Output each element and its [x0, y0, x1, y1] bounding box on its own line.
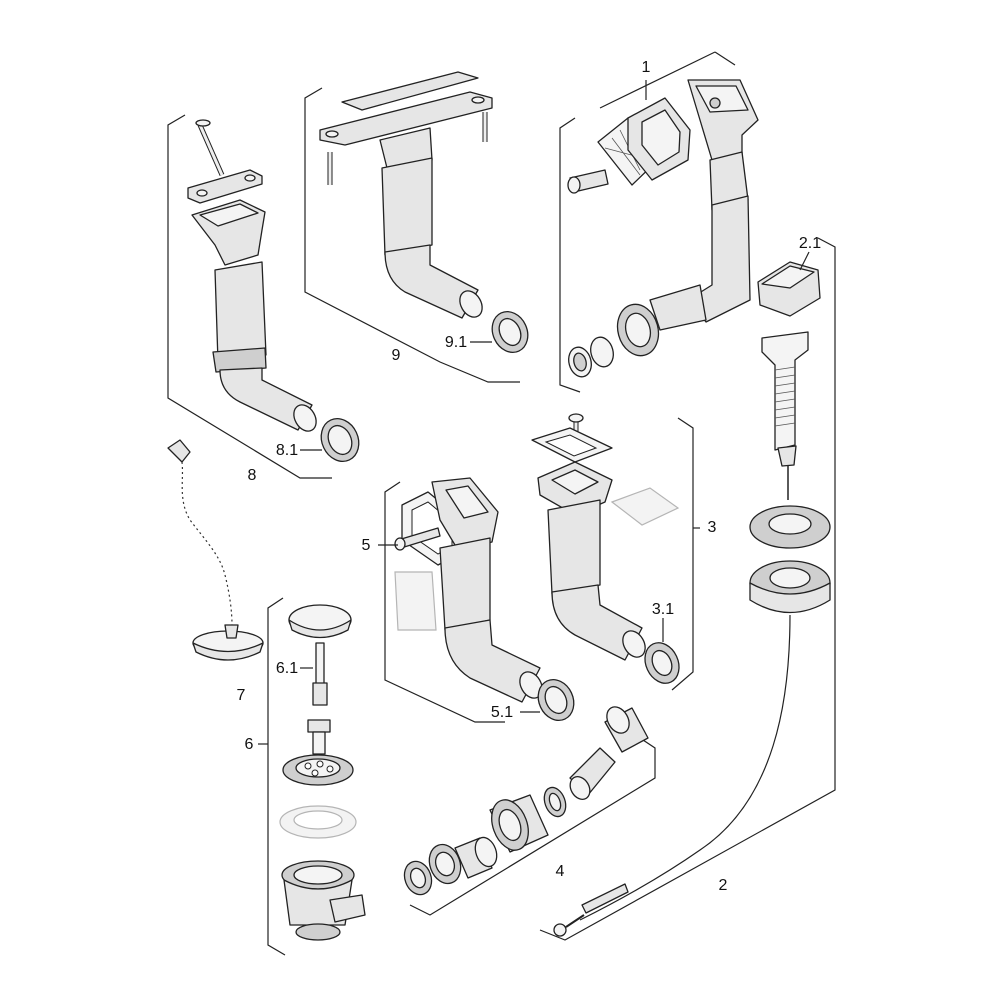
- bracket-1-top: [714, 51, 736, 66]
- group-brackets: [167, 51, 836, 956]
- hose-8: [214, 261, 267, 363]
- hose-5: [439, 537, 491, 631]
- callout-labels: 1 2 2.1 3 3.1 4 5 5.1 6 6.1 7 8 8.1 9 9.…: [237, 59, 822, 894]
- leader-lines: [258, 80, 810, 745]
- part-1-assembly: [567, 79, 759, 378]
- bracket-4: [409, 737, 656, 916]
- label-9-1: 9.1: [445, 334, 467, 351]
- bracket-3: [671, 417, 694, 691]
- label-4: 4: [556, 863, 565, 880]
- bracket-1-topline: [599, 51, 716, 109]
- part-8-assembly: [187, 119, 360, 462]
- label-2-1: 2.1: [799, 235, 821, 252]
- ring-1a: [590, 336, 614, 368]
- label-8-1: 8.1: [276, 442, 298, 459]
- elbow-9: [384, 244, 479, 319]
- hose-3: [547, 499, 601, 595]
- label-1: 1: [642, 59, 651, 76]
- label-5-1: 5.1: [491, 704, 513, 721]
- part-4-assembly: [403, 706, 649, 896]
- ghost-grille-3: [610, 487, 680, 526]
- threaded-rod-2: [761, 331, 809, 451]
- part-2-assembly: [553, 261, 831, 937]
- elbow-8: [219, 367, 313, 431]
- bracket-2: [539, 237, 836, 941]
- hose-9: [381, 157, 433, 256]
- label-9: 9: [392, 347, 401, 364]
- label-6-1: 6.1: [276, 660, 298, 677]
- label-6: 6: [245, 736, 254, 753]
- part-9-assembly: [319, 71, 529, 353]
- label-3: 3: [708, 519, 717, 536]
- hose-1: [687, 195, 751, 323]
- t-bracket-9: [319, 91, 493, 146]
- bracket-8: [167, 114, 332, 479]
- label-7: 7: [237, 687, 246, 704]
- label-5: 5: [362, 537, 371, 554]
- part-7-assembly: [167, 439, 264, 661]
- label-3-1: 3.1: [652, 601, 674, 618]
- bracket-5: [384, 481, 505, 723]
- bracket-6: [267, 597, 286, 956]
- bracket-1-left: [559, 117, 581, 393]
- rail-9: [341, 71, 479, 111]
- cable-2: [579, 614, 791, 921]
- chain-7: [181, 461, 233, 626]
- part-5-assembly: [394, 477, 575, 721]
- label-8: 8: [248, 467, 257, 484]
- chain-anchor-7: [167, 439, 191, 463]
- bracket-9: [304, 87, 520, 383]
- elbow-3: [551, 584, 643, 661]
- part-3-assembly: [531, 413, 680, 684]
- elbow-5: [444, 619, 541, 703]
- part-6-assembly: [279, 604, 366, 941]
- label-2: 2: [719, 877, 728, 894]
- ghost-grille-5: [394, 571, 437, 631]
